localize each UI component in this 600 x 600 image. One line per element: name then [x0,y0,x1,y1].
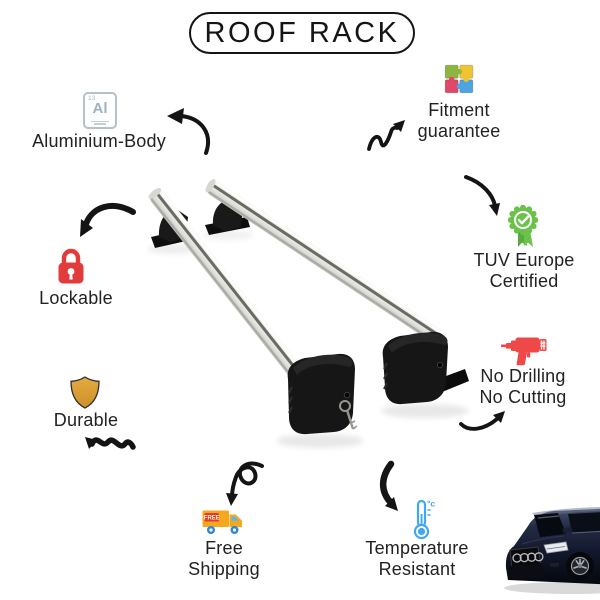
feature-label-line: Shipping [188,559,260,579]
feature-label-line: TUV Europe [473,250,575,270]
aluminium-element-icon: 13 Al [83,92,117,129]
truck-free-label: FREE [204,516,220,522]
crossbar-front [148,188,336,421]
puzzle-icon [444,64,474,94]
arrow-to-thermometer-icon [379,460,398,511]
feature-label-line: Free [205,538,243,558]
feature-label-shipping: Free Shipping [169,538,279,580]
feature-label-line: guarantee [417,121,501,141]
car-image [502,500,600,598]
feature-label-no-drilling: No Drilling No Cutting [458,366,588,408]
roof-rack-product-image [147,179,469,448]
product-shadows [147,230,469,448]
certified-badge-icon [507,205,539,247]
squiggle-under-durable [85,437,136,450]
lock-key [339,400,358,430]
element-fine-print [91,120,109,122]
arrow-to-lock-icon [80,203,136,237]
drill-icon [501,337,547,366]
feature-label-aluminium-body: Aluminium-Body [32,131,166,151]
thermometer-icon: °c [413,499,435,540]
feature-label-line: No Cutting [479,387,567,407]
feature-label-line: Fitment [428,100,490,120]
feature-label-line: No Drilling [480,366,566,386]
truck-icon: FREE [202,510,242,534]
feature-label-line: Resistant [378,559,456,579]
thermometer-unit-label: °c [427,499,435,509]
page-title: ROOF RACK [204,16,400,49]
title-pill: ROOF RACK [189,12,415,54]
shield-icon [70,376,100,409]
arrow-to-shipping-icon [226,461,264,506]
element-fine-print [94,123,106,125]
mount-foot-bottom-front [287,353,358,435]
element-number: 13 [88,95,96,102]
feature-label-temperature: Temperature Resistant [352,538,482,580]
car-illustration [504,507,600,594]
feature-label-tuv: TUV Europe Certified [454,250,594,292]
lock-icon [58,248,84,284]
feature-label-durable: Durable [53,410,119,430]
element-symbol: Al [92,100,108,117]
feature-label-line: Certified [489,271,559,291]
crossbar-rear [205,179,447,346]
feature-label-line: Temperature [365,538,469,558]
mount-foot-bottom-rear [382,331,469,405]
feature-label-fitment: Fitment guarantee [399,100,519,142]
feature-label-lockable: Lockable [39,288,113,308]
